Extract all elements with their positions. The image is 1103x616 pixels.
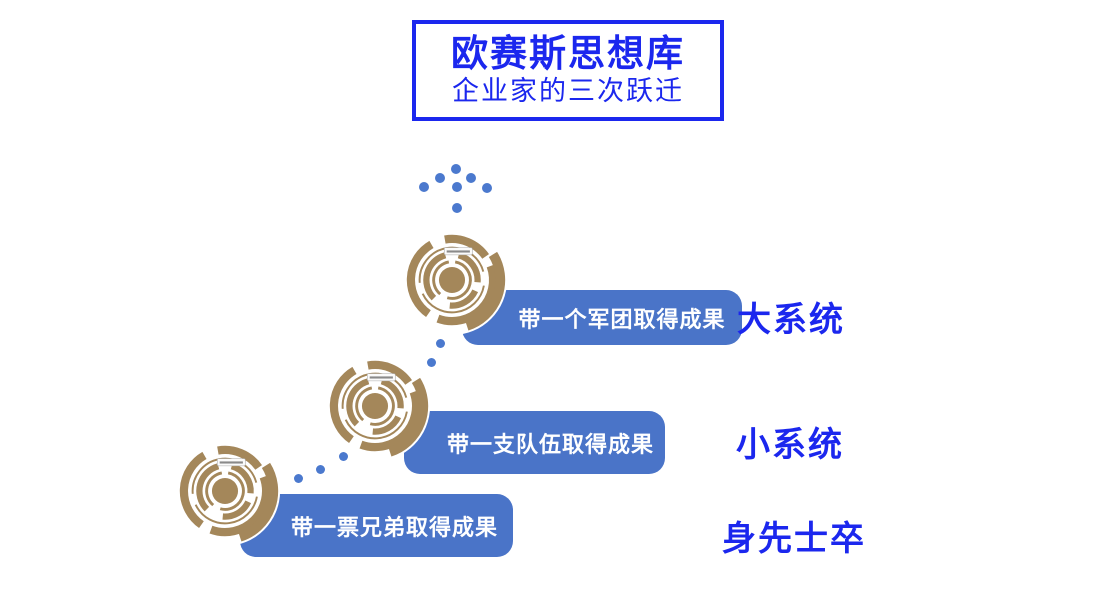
step-caption-lead-by-example: 身先士卒	[722, 520, 866, 558]
arrow-dot	[419, 182, 429, 192]
trail-dot	[427, 358, 436, 367]
step-label-text: 带一票兄弟取得成果	[290, 514, 498, 540]
step-caption-big-system: 大系统	[737, 301, 845, 339]
arrow-dot	[452, 182, 462, 192]
arrow-dot	[451, 164, 461, 174]
arrow-dot	[466, 173, 476, 183]
step-label-brothers: 带一票兄弟取得成果	[240, 494, 513, 557]
title-box: 欧赛斯思想库 企业家的三次跃迁	[412, 20, 724, 121]
arrow-dot	[435, 173, 445, 183]
slide-subtitle: 企业家的三次跃迁	[452, 76, 684, 106]
arrow-dot	[452, 203, 462, 213]
slide-title: 欧赛斯思想库	[451, 33, 685, 74]
trail-dot	[294, 474, 303, 483]
maze-circle-icon	[394, 222, 510, 338]
trail-dot	[436, 339, 445, 348]
step-label-team: 带一支队伍取得成果	[404, 411, 665, 474]
step-caption-small-system: 小系统	[736, 426, 844, 464]
maze-circle-icon	[167, 433, 283, 549]
step-label-text: 带一个军团取得成果	[518, 306, 726, 332]
trail-dot	[316, 465, 325, 474]
maze-circle-icon	[317, 348, 433, 464]
step-label-legion: 带一个军团取得成果	[462, 290, 742, 345]
arrow-dot	[482, 183, 492, 193]
trail-dot	[339, 452, 348, 461]
step-label-text: 带一支队伍取得成果	[446, 431, 654, 457]
